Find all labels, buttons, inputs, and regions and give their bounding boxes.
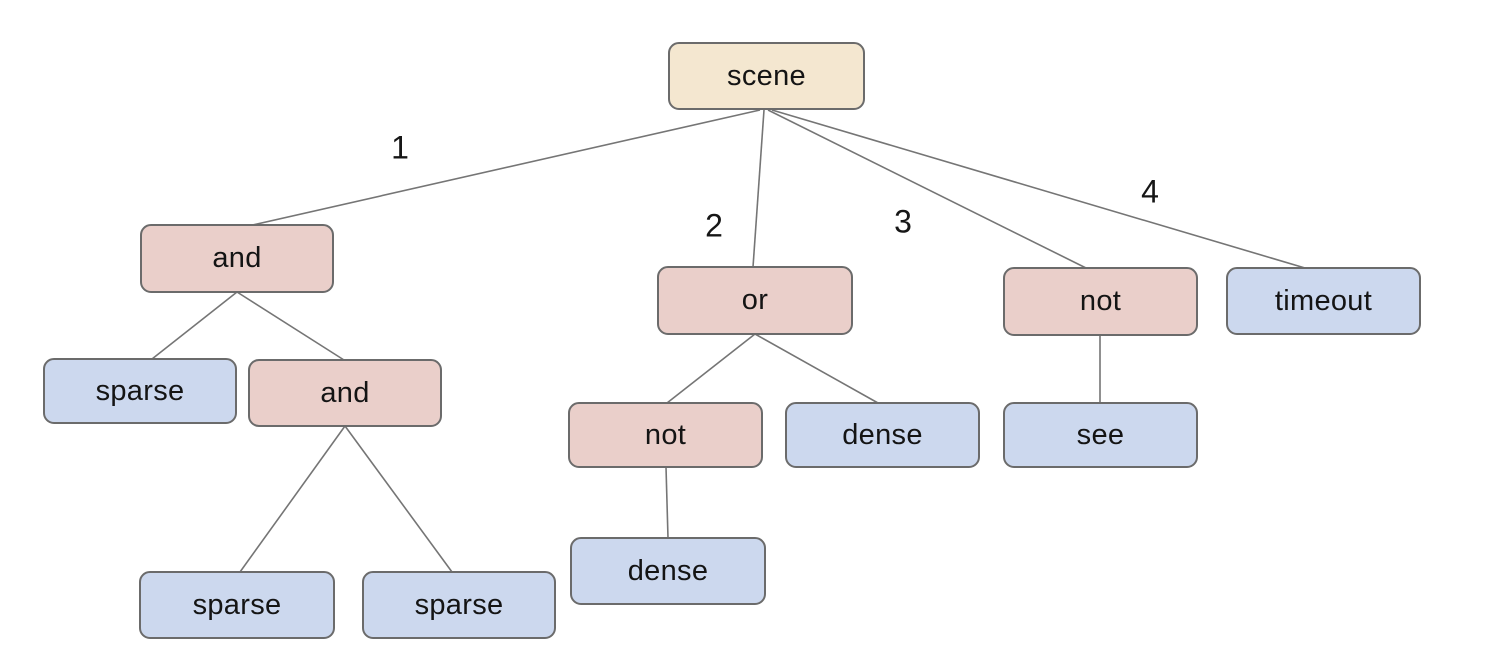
node-dense-1: dense [785, 402, 980, 468]
edge-scene-and [247, 109, 761, 227]
edge-label-4: 4 [1141, 173, 1159, 210]
edge-and2-sparse2 [239, 425, 346, 573]
edge-or-not2 [666, 333, 756, 404]
edge-scene-or [752, 109, 765, 268]
edge-and-and2 [236, 291, 345, 361]
node-not-1-label: not [1079, 285, 1122, 317]
node-scene: scene [668, 42, 865, 110]
node-dense-2: dense [570, 537, 766, 605]
node-sparse-3: sparse [362, 571, 556, 639]
edge-or-dense [754, 333, 879, 404]
node-and-1-label: and [212, 242, 262, 274]
node-dense-1-label: dense [842, 418, 923, 451]
node-and-1: and [140, 224, 334, 293]
edge-scene-timeout [771, 109, 1306, 269]
edge-scene-not [767, 109, 1087, 269]
node-and-2-label: and [320, 376, 370, 409]
node-and-2: and [248, 359, 442, 427]
node-scene-label: scene [727, 59, 806, 92]
node-or: or [657, 266, 853, 335]
node-sparse-2: sparse [139, 571, 335, 639]
node-dense-2-label: dense [627, 554, 709, 587]
node-see-label: see [1076, 418, 1125, 451]
node-sparse-2-label: sparse [192, 588, 282, 621]
edge-label-3: 3 [894, 203, 912, 240]
node-not-2: not [568, 402, 763, 468]
node-sparse-1-label: sparse [95, 374, 185, 407]
node-not-2-label: not [644, 418, 687, 451]
edge-and-sparse [151, 291, 238, 360]
edge-not2-dense2 [665, 466, 669, 539]
edge-and2-sparse3 [344, 425, 453, 573]
node-see: see [1003, 402, 1198, 468]
node-not-1: not [1003, 267, 1198, 336]
node-sparse-3-label: sparse [414, 588, 504, 621]
edge-label-1: 1 [391, 129, 409, 166]
node-or-label: or [741, 284, 769, 316]
node-timeout: timeout [1226, 267, 1421, 335]
edge-label-2: 2 [705, 207, 723, 244]
node-timeout-label: timeout [1274, 284, 1373, 317]
node-sparse-1: sparse [43, 358, 237, 424]
